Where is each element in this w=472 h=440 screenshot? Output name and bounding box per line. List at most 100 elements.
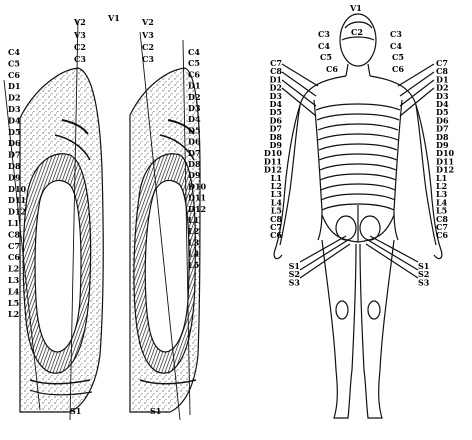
- body-left-label-7: D6: [269, 115, 282, 125]
- left-map-b-label-4: D2: [188, 92, 201, 102]
- body-right-label-0: C7: [436, 58, 448, 68]
- body-left-label-6: D5: [269, 107, 282, 117]
- body-left-label-4: D3: [269, 91, 282, 101]
- body-right-label-13: D12: [436, 165, 454, 175]
- body-left-label-17: L4: [271, 197, 283, 207]
- left-map-a-label-13: D11: [8, 195, 26, 205]
- left-map-a-label-3: D1: [8, 81, 21, 91]
- left-map-b-label-6: D4: [188, 114, 201, 124]
- body-left-label-16: L3: [271, 189, 283, 199]
- body-label-c2: C2: [351, 27, 363, 37]
- left-map-b-label-9: D7: [188, 148, 201, 158]
- body-left-label-8: D7: [269, 124, 282, 134]
- body-sacral-right-1: S2: [418, 269, 429, 279]
- left-map-b-label-0: C4: [188, 47, 200, 57]
- left-map-a-label-5: D3: [8, 104, 21, 114]
- left-map-b-label-8: D6: [188, 137, 201, 147]
- body-left-label-19: C8: [270, 214, 282, 224]
- body-label-c5-r: C5: [392, 52, 404, 62]
- label-c3-a: C3: [74, 54, 86, 64]
- body-label-c6-l: C6: [326, 64, 338, 74]
- body-label-c4-r: C4: [390, 41, 402, 51]
- left-map-a-label-22: L5: [8, 298, 19, 308]
- left-map-a-label-16: C8: [8, 229, 20, 239]
- body-right-label-20: C7: [436, 222, 448, 232]
- left-map-b-label-1: C5: [188, 58, 200, 68]
- left-map-a-label-21: L4: [8, 286, 20, 296]
- left-map-b-label-17: L3: [188, 237, 200, 247]
- body-left-label-1: C8: [270, 66, 282, 76]
- left-map-a-label-10: D8: [8, 161, 21, 171]
- left-map-b-label-13: D11: [188, 193, 206, 203]
- body-left-label-20: C7: [270, 222, 282, 232]
- body-right-label-5: D4: [436, 99, 449, 109]
- body-label-c4-l: C4: [318, 41, 330, 51]
- body-label-c3-r: C3: [390, 29, 402, 39]
- label-s1-right: S1: [150, 406, 161, 416]
- body-dermatome-map: [273, 13, 443, 419]
- body-left-label-11: D10: [264, 148, 283, 158]
- left-map-b-label-18: L4: [188, 249, 200, 259]
- left-map-a-label-20: L3: [8, 275, 20, 285]
- body-right-label-8: D7: [436, 124, 449, 134]
- left-head-map-a: [3, 19, 104, 421]
- body-label-c3-l: C3: [318, 29, 330, 39]
- body-right-label-3: D2: [436, 83, 449, 93]
- label-v2-a: V2: [73, 17, 86, 27]
- label-v3-b: V3: [141, 30, 154, 40]
- body-label-v1: V1: [349, 3, 362, 13]
- left-map-a-label-0: C4: [8, 47, 20, 57]
- body-right-label-7: D6: [436, 115, 449, 125]
- left-map-b-label-5: D3: [188, 103, 201, 113]
- body-right-label-17: L4: [436, 197, 448, 207]
- left-map-a-label-6: D4: [8, 115, 21, 125]
- label-s1-left: S1: [70, 406, 81, 416]
- left-map-a-label-23: L2: [8, 309, 19, 319]
- left-map-a-label-12: D10: [8, 184, 27, 194]
- body-left-label-9: D8: [269, 132, 282, 142]
- body-sacral-left-1: S2: [289, 269, 300, 279]
- body-left-label-15: L2: [271, 181, 282, 191]
- left-map-a-label-18: C6: [8, 252, 20, 262]
- left-map-b-label-3: D1: [188, 81, 201, 91]
- left-map-a-label-17: C7: [8, 241, 20, 251]
- body-right-label-16: L3: [436, 189, 448, 199]
- body-right-label-15: L2: [436, 181, 447, 191]
- left-map-b-label-14: D12: [188, 204, 206, 214]
- label-c3-b: C3: [142, 54, 154, 64]
- body-right-label-12: D11: [436, 156, 454, 166]
- label-c2-b: C2: [142, 42, 154, 52]
- left-map-b-label-19: L5: [188, 260, 199, 270]
- body-right-label-11: D10: [436, 148, 455, 158]
- left-map-a-label-4: D2: [8, 93, 21, 103]
- body-right-label-10: D9: [436, 140, 449, 150]
- body-right-label-19: C8: [436, 214, 448, 224]
- body-sacral-left-2: S3: [289, 277, 301, 287]
- left-map-b-label-10: D8: [188, 159, 201, 169]
- body-left-segment-labels: C7C8D1D2D3D4D5D6D7D8D9D10D11D12L1L2L3L4L…: [264, 58, 283, 240]
- left-map-a-label-1: C5: [8, 58, 20, 68]
- body-label-c5-l: C5: [320, 52, 332, 62]
- body-sacral-right-2: S3: [418, 277, 430, 287]
- left-map-a-label-2: C6: [8, 70, 20, 80]
- left-map-a-label-8: D6: [8, 138, 21, 148]
- label-v2-b: V2: [141, 17, 154, 27]
- body-left-label-3: D2: [269, 83, 282, 93]
- left-map-b-label-15: L1: [188, 215, 199, 225]
- left-map-a-label-9: D7: [8, 150, 21, 160]
- left-map-a-label-7: D5: [8, 127, 21, 137]
- body-right-label-9: D8: [436, 132, 449, 142]
- left-map-b-label-12: D10: [188, 181, 207, 191]
- left-map-a-label-14: D12: [8, 207, 26, 217]
- body-right-label-2: D1: [436, 74, 449, 84]
- body-right-label-21: C6: [436, 230, 448, 240]
- body-right-label-4: D3: [436, 91, 449, 101]
- left-map-a-label-19: L2: [8, 264, 19, 274]
- left-map-b-label-11: D9: [188, 170, 201, 180]
- body-sacral-left-0: S1: [289, 261, 300, 271]
- left-map-a-segment-labels: C4C5C6D1D2D3D4D5D6D7D8D9D10D11D12L1C8C7C…: [8, 47, 27, 319]
- body-left-label-2: D1: [269, 74, 282, 84]
